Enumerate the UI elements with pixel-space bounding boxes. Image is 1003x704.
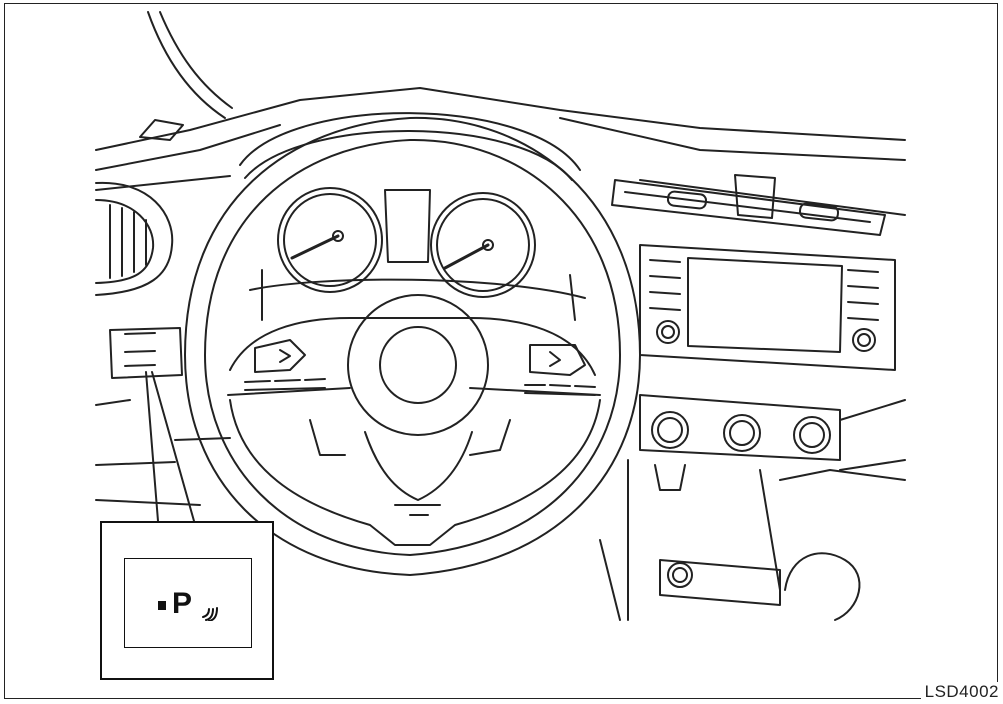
parking-sensor-letter: P	[172, 587, 193, 620]
climate-controls	[639, 394, 906, 471]
indicator-light	[158, 601, 166, 610]
parking-sensor-icon	[202, 607, 218, 621]
figure-code: LSD4002	[920, 682, 999, 702]
instrument-cluster	[249, 187, 586, 321]
dashboard-top	[95, 87, 906, 216]
left-air-vent	[95, 181, 174, 296]
right-spoke-buttons	[524, 344, 596, 396]
callout-box: P	[100, 521, 274, 680]
left-spoke-buttons	[244, 339, 326, 391]
steering-wheel-hub	[227, 294, 601, 546]
figure-frame	[4, 3, 998, 699]
cluster-hood	[239, 112, 581, 181]
left-switch-panel	[95, 327, 231, 506]
center-vents	[611, 174, 886, 236]
infotainment-unit	[639, 244, 896, 371]
center-console	[599, 459, 906, 621]
switch-closeup: P	[124, 558, 252, 648]
windshield-pillar	[147, 11, 233, 119]
steering-column	[309, 419, 511, 456]
callout-leader	[145, 371, 195, 522]
